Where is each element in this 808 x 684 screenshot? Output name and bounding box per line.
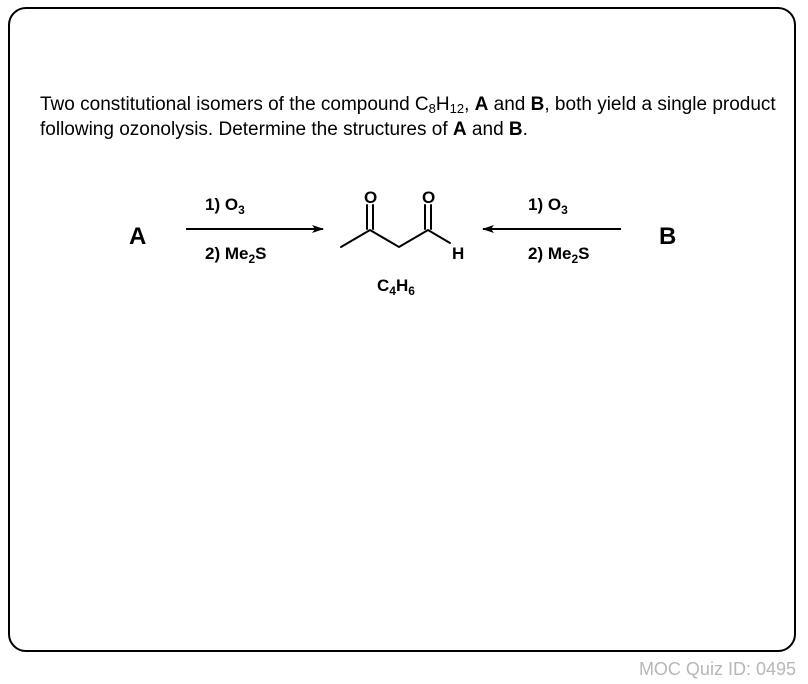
- right-reagent-2: 2) Me2S: [528, 244, 590, 266]
- product-structure: [340, 204, 451, 249]
- question-subscript: 12: [449, 101, 465, 116]
- question-fragment: and: [488, 94, 531, 115]
- question-fragment: , both yield a single product following …: [40, 94, 776, 140]
- oxygen-label: O: [422, 188, 435, 207]
- question-fragment: .: [522, 119, 528, 140]
- left-reagent-1: 1) O3: [205, 195, 245, 217]
- question-fragment: Two constitutional isomers of the compou…: [40, 94, 429, 115]
- question-bold-b: B: [508, 119, 523, 140]
- question-text: Two constitutional isomers of the compou…: [40, 92, 780, 142]
- question-bold-a: A: [452, 119, 467, 140]
- oxygen-label: O: [364, 188, 377, 207]
- product-formula: C4H6: [377, 276, 415, 298]
- right-reagent-1: 1) O3: [528, 195, 568, 217]
- question-bold-a: A: [474, 94, 489, 115]
- question-subscript: 8: [428, 101, 436, 116]
- question-bold-b: B: [530, 94, 545, 115]
- reactant-b-label: B: [659, 223, 676, 250]
- question-fragment: H: [435, 94, 450, 115]
- left-reagent-2: 2) Me2S: [205, 244, 267, 266]
- quiz-id-footer: MOC Quiz ID: 0495: [638, 659, 796, 679]
- question-card: [8, 7, 796, 652]
- reactant-a-label: A: [129, 223, 146, 250]
- question-fragment: ,: [464, 94, 475, 115]
- hydrogen-label: H: [452, 244, 464, 263]
- question-fragment: and: [466, 119, 509, 140]
